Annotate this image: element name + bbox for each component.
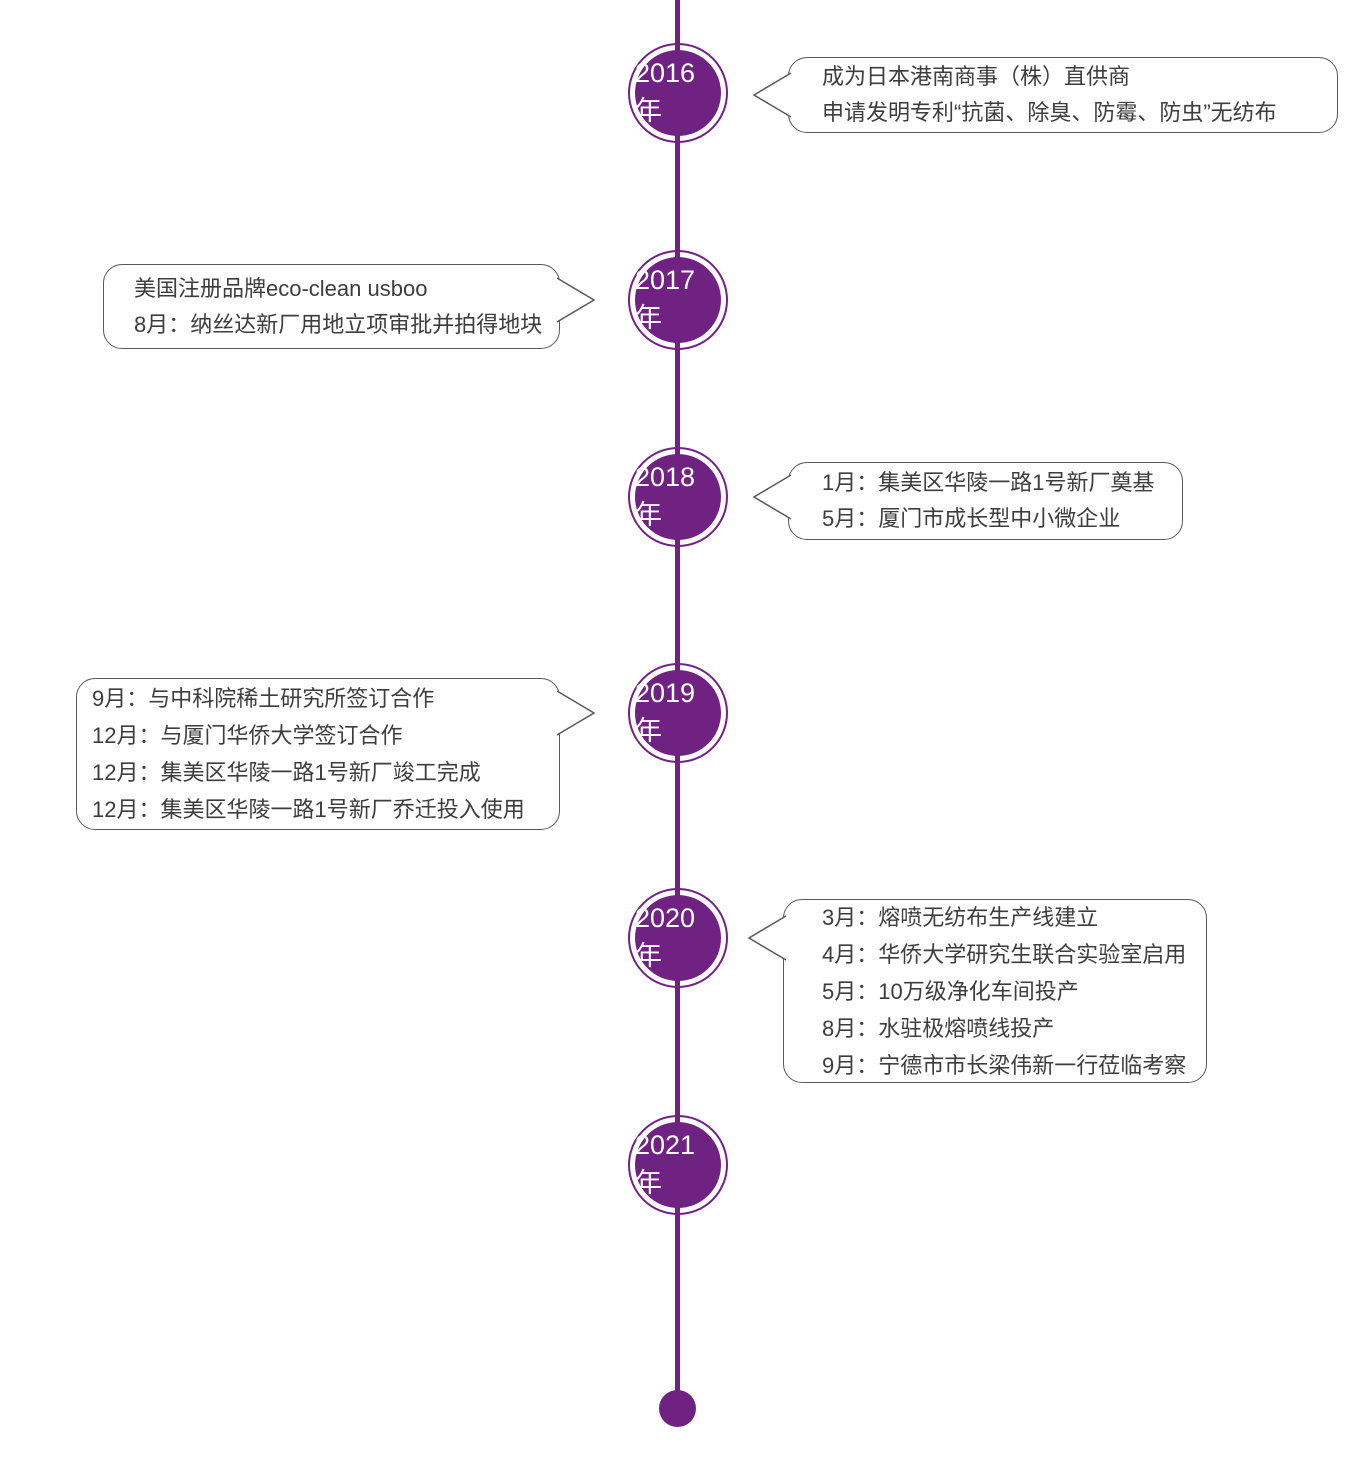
year-circle: 2018年 — [635, 454, 721, 540]
event-bubble-2016: 成为日本港南商事（株）直供商 申请发明专利“抗菌、除臭、防霉、防虫”无纺布 — [788, 57, 1338, 133]
year-label: 2018年 — [635, 462, 696, 530]
bubble-tail — [752, 72, 791, 118]
bubble-tail — [557, 690, 596, 736]
year-node-2018: 2018年 — [628, 447, 728, 547]
year-label: 2020年 — [635, 903, 696, 971]
bubble-tail — [557, 277, 596, 323]
event-line: 8月：水驻极熔喷线投产 — [822, 1015, 1055, 1041]
event-line: 12月：集美区华陵一路1号新厂乔迁投入使用 — [92, 797, 525, 822]
event-line: 1月：集美区华陵一路1号新厂奠基 — [822, 470, 1155, 495]
year-node-2019: 2019年 — [628, 663, 728, 763]
year-label: 2021年 — [635, 1130, 696, 1198]
year-circle: 2021年 — [635, 1122, 721, 1208]
year-label: 2017年 — [635, 265, 696, 333]
event-line: 12月：与厦门华侨大学签订合作 — [92, 723, 403, 748]
event-line: 8月：纳丝达新厂用地立项审批并拍得地块 — [134, 311, 543, 337]
event-line: 申请发明专利“抗菌、除臭、防霉、防虫”无纺布 — [822, 100, 1277, 125]
year-node-2020: 2020年 — [628, 888, 728, 988]
event-line: 12月：集美区华陵一路1号新厂竣工完成 — [92, 760, 481, 785]
bubble-tail — [752, 474, 791, 520]
event-bubble-2018: 1月：集美区华陵一路1号新厂奠基 5月：厦门市成长型中小微企业 — [788, 462, 1183, 540]
year-node-2021: 2021年 — [628, 1115, 728, 1215]
event-line: 4月：华侨大学研究生联合实验室启用 — [822, 941, 1187, 967]
year-circle: 2019年 — [635, 670, 721, 756]
event-line: 9月：宁德市市长梁伟新一行莅临考察 — [822, 1052, 1187, 1078]
event-bubble-2017: 美国注册品牌eco-clean usboo 8月：纳丝达新厂用地立项审批并拍得地… — [103, 264, 560, 349]
event-line: 美国注册品牌eco-clean usboo — [134, 275, 428, 301]
event-bubble-2019: 9月：与中科院稀土研究所签订合作 12月：与厦门华侨大学签订合作 12月：集美区… — [76, 678, 560, 830]
event-line: 3月：熔喷无纺布生产线建立 — [822, 904, 1099, 930]
year-node-2017: 2017年 — [628, 250, 728, 350]
bubble-tail — [747, 915, 786, 961]
event-line: 5月：10万级净化车间投产 — [822, 978, 1079, 1004]
event-line: 5月：厦门市成长型中小微企业 — [822, 506, 1121, 531]
year-label: 2016年 — [635, 58, 696, 126]
year-node-2016: 2016年 — [628, 43, 728, 143]
year-circle: 2017年 — [635, 257, 721, 343]
event-line: 成为日本港南商事（株）直供商 — [822, 64, 1131, 89]
timeline-end-dot — [659, 1390, 696, 1427]
event-bubble-2020: 3月：熔喷无纺布生产线建立 4月：华侨大学研究生联合实验室启用 5月：10万级净… — [783, 899, 1207, 1083]
event-line: 9月：与中科院稀土研究所签订合作 — [92, 686, 435, 711]
year-circle: 2020年 — [635, 895, 721, 981]
year-circle: 2016年 — [635, 50, 721, 136]
year-label: 2019年 — [635, 678, 696, 746]
